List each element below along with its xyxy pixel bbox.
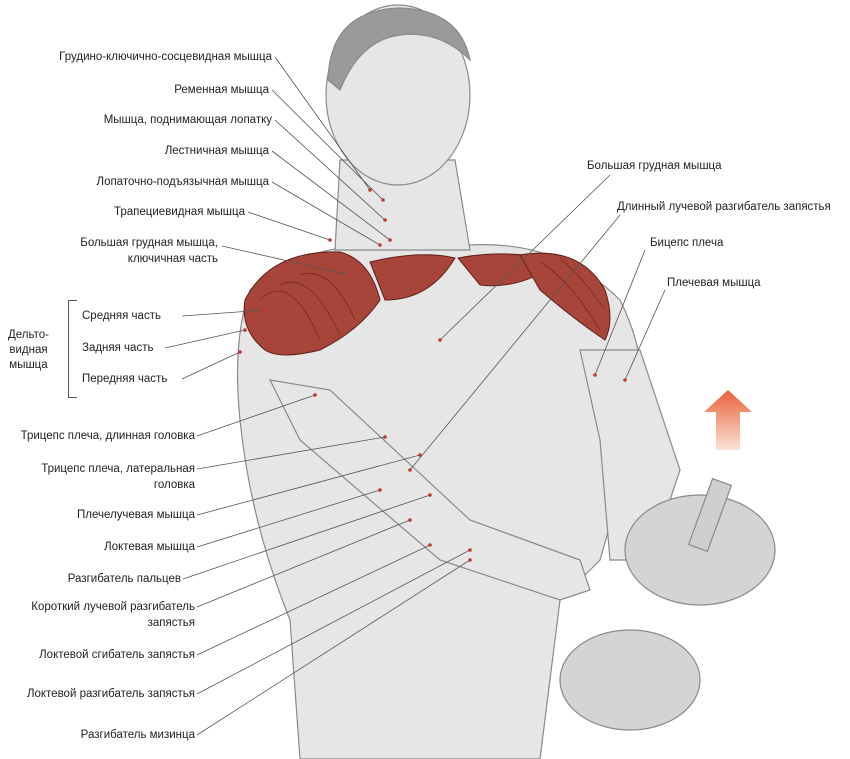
dumbbell-lower-plate [559,629,701,731]
deltoid-rear-label: Задняя часть [82,342,154,354]
leader-line [196,559,471,736]
leader-line [196,549,471,695]
body-silhouette [236,4,776,759]
deltoid-middle-label: Средняя часть [82,310,161,322]
leader-line [181,351,241,380]
leader-line [271,181,381,246]
label-brachioradialis: Плечелучевая мышца [76,509,195,521]
label-ecu: Локтевой разгибатель запястья [26,688,195,700]
leader-line [196,436,386,470]
leader-endpoint-dot [368,188,372,192]
deltoid-front-label: Передняя часть [82,373,168,385]
leader-endpoint-dot [243,328,247,332]
left-deltoid [243,251,381,356]
leader-endpoint-dot [418,453,422,457]
leader-endpoint-dot [408,518,412,522]
leader-endpoint-dot [378,243,382,247]
leader-endpoint-dot [428,543,432,547]
label-fcu: Локтевой сгибатель запястья [39,649,195,661]
label-sternocleidomastoid: Грудино-ключично-сосцевидная мышца [59,51,272,63]
leader-endpoint-dot [383,218,387,222]
leader-endpoint-dot [623,378,627,382]
label-trapezius: Трапециевидная мышца [114,206,245,218]
leader-endpoint-dot [383,435,387,439]
leader-endpoint-dot [438,338,442,342]
leader-endpoint-dot [381,198,385,202]
dumbbell-handle [687,477,733,553]
leader-endpoint-dot [378,488,382,492]
dumbbell-upper-plate [624,494,776,606]
label-ecrl: Длинный лучевой разгибатель запястья [617,201,831,213]
leader-line [164,329,246,349]
leader-endpoint-dot [238,350,242,354]
leader-endpoint-dot [428,493,432,497]
label-levator-scapulae: Мышца, поднимающая лопатку [103,114,272,126]
hair [327,7,471,91]
leader-endpoint-dot [348,273,352,277]
leader-line [274,56,371,191]
leader-line [439,174,611,341]
leader-endpoint-dot [328,238,332,242]
label-extensor-digitorum: Разгибатель пальцев [67,573,181,585]
label-anconeus: Локтевая мышца [104,541,195,553]
leader-line [196,489,381,548]
leader-endpoint-dot [408,468,412,472]
leader-line [271,150,391,241]
label-edm: Разгибатель мизинца [80,729,195,741]
leader-line [624,289,666,381]
leader-endpoint-dot [313,393,317,397]
leader-line [196,519,411,608]
label-pectoralis-major: Большая грудная мышца [587,160,722,172]
leader-line [409,214,621,471]
deltoid-bracket [68,300,77,398]
leader-line [594,249,646,376]
label-scalene: Лестничная мышца [164,145,269,157]
highlighted-muscles [243,251,611,356]
leader-endpoint-dot [468,548,472,552]
left-forearm [268,379,591,601]
label-biceps: Бицепс плеча [650,237,724,249]
leader-endpoint-dot [593,373,597,377]
label-brachialis: Плечевая мышца [667,277,761,289]
deltoid-group-label: Дельто- видная мышца [8,329,49,371]
leader-line [271,89,384,201]
leader-line [196,454,421,516]
leader-line [181,309,266,317]
leader-line [247,211,331,241]
leader-endpoint-dot [263,308,267,312]
right-deltoid [519,252,611,341]
leader-line [274,119,386,221]
leader-line [182,494,431,580]
leader-line [196,394,316,437]
muscle-striations [259,257,606,341]
label-pectoralis-clavicular: Большая грудная мышца,ключичная часть [80,237,218,265]
leader-line [221,245,351,276]
left-clavicular-pectoral [369,254,456,301]
label-omohyoid: Лопаточно-подъязычная мышца [96,176,269,188]
label-triceps-long: Трицепс плеча, длинная головка [20,430,195,442]
label-splenius: Ременная мышца [174,84,269,96]
leader-lines [164,56,666,736]
leader-endpoint-dot [388,238,392,242]
upward-arrow-icon [704,390,752,450]
leader-endpoint-dot [468,558,472,562]
leader-line [196,544,431,656]
